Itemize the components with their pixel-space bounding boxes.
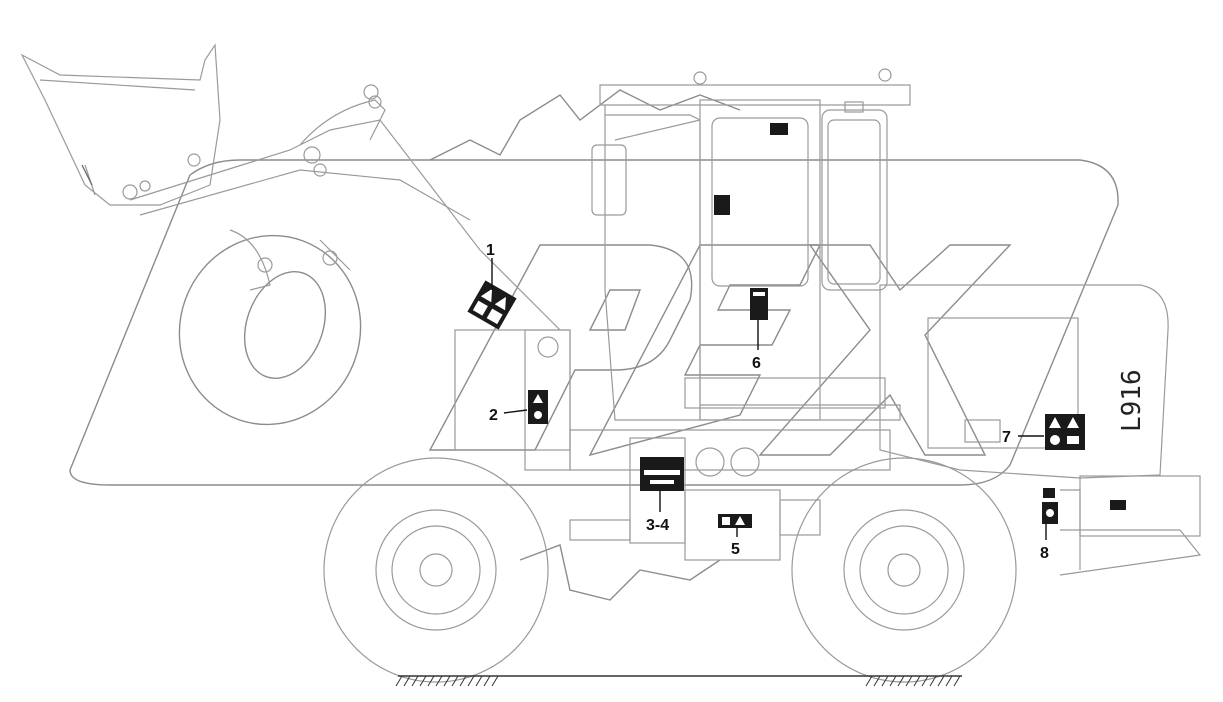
decal-5 (718, 514, 752, 528)
callout-8: 8 (1040, 545, 1049, 562)
callout-6: 6 (752, 355, 761, 372)
callout-3-4: 3-4 (646, 517, 669, 534)
rear-wheel (791, 457, 1017, 683)
decal-2 (528, 390, 548, 424)
ground-line (395, 675, 962, 687)
decal-8 (1042, 488, 1058, 524)
center-frame (454, 329, 891, 561)
decal-1 (467, 280, 517, 330)
decal-small-cab (714, 123, 1126, 510)
callouts: 1 2 3-4 5 6 7 8 (486, 242, 1049, 562)
callout-1: 1 (486, 242, 495, 259)
decal-6 (750, 288, 768, 320)
callout-2: 2 (489, 407, 498, 424)
callout-7: 7 (1002, 429, 1011, 446)
leader-lines (491, 258, 1047, 540)
decal-7 (1045, 414, 1085, 450)
front-wheel (323, 457, 549, 683)
decal-3-4 (640, 457, 684, 491)
model-badge: L916 (1117, 369, 1147, 432)
rear-body (879, 284, 1202, 576)
callout-5: 5 (731, 541, 740, 558)
watermark-opex (69, 89, 1119, 601)
operator-cab (591, 68, 911, 421)
bucket-and-boom (20, 43, 561, 358)
